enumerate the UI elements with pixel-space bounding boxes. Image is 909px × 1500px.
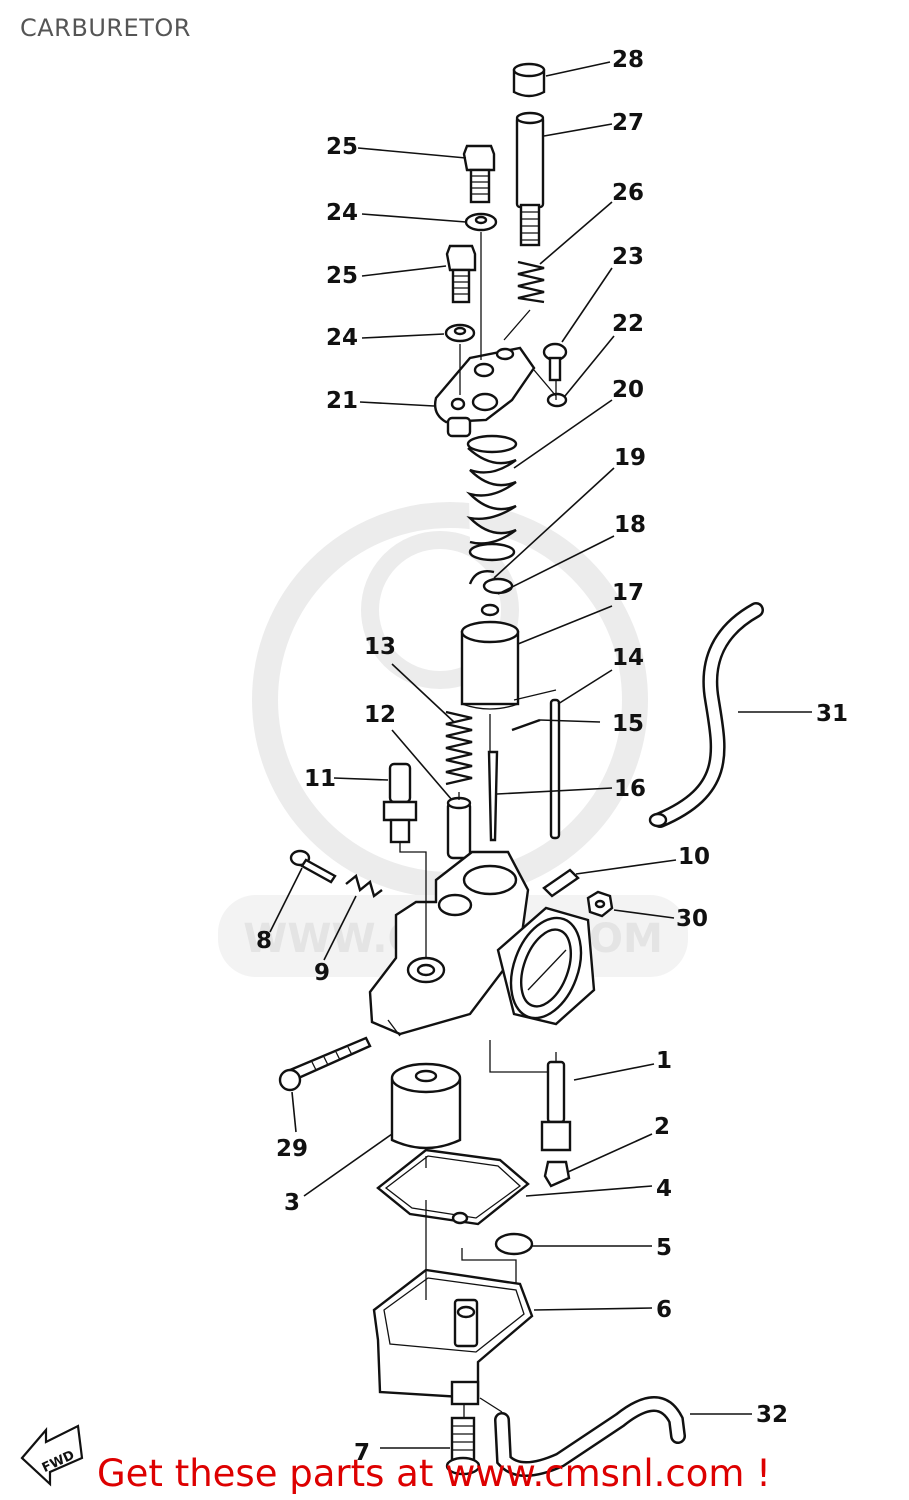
part-9-spring (345, 873, 383, 899)
part-31-vent-hose (648, 602, 764, 828)
part-6-float-bowl (372, 1268, 534, 1406)
callout-26: 26 (612, 180, 644, 206)
footer-link-text[interactable]: Get these parts at www.cmsnl.com ! (97, 1452, 772, 1495)
part-28-cap (512, 62, 546, 98)
callout-29: 29 (276, 1136, 308, 1162)
part-25-bolt-lower (445, 244, 477, 304)
part-10-pilot-air-screw (542, 868, 580, 898)
part-23-screw (542, 342, 568, 382)
part-21-mixing-chamber-top (433, 346, 536, 438)
callout-16: 16 (614, 776, 646, 802)
part-27-cable-adjuster (515, 111, 545, 247)
callout-32: 32 (756, 1402, 788, 1428)
callout-4: 4 (656, 1176, 672, 1202)
part-30-nut (586, 890, 614, 918)
callout-18: 18 (614, 512, 646, 538)
part-14-pin (549, 698, 561, 840)
page-title: CARBURETOR (20, 14, 191, 42)
callout-8: 8 (256, 928, 272, 954)
callout-5: 5 (656, 1235, 672, 1261)
callout-25-lower: 25 (326, 263, 358, 289)
callout-9: 9 (314, 960, 330, 986)
assembly-lines (399, 232, 557, 1418)
carburetor-body (368, 850, 596, 1037)
callout-19: 19 (614, 445, 646, 471)
part-32-overflow-hose (494, 1396, 686, 1477)
part-3-float (390, 1062, 462, 1150)
leader-lines (269, 61, 812, 1449)
callout-31: 31 (816, 701, 848, 727)
part-20-throttle-spring (465, 434, 518, 562)
part-29-screw (278, 1036, 372, 1092)
callout-23: 23 (612, 244, 644, 270)
callout-27: 27 (612, 110, 644, 136)
callout-3: 3 (284, 1190, 300, 1216)
callout-21: 21 (326, 388, 358, 414)
part-11-nipple (382, 762, 418, 844)
callout-15: 15 (612, 711, 644, 737)
callout-24-upper: 24 (326, 200, 358, 226)
part-26-spring (517, 260, 545, 304)
part-16-jet-needle (487, 750, 499, 842)
callout-2: 2 (654, 1114, 670, 1140)
part-8-throttle-stop-screw (289, 849, 337, 884)
callout-28: 28 (612, 47, 644, 73)
callout-1: 1 (656, 1048, 672, 1074)
part-13-spring (445, 710, 473, 786)
callout-11: 11 (304, 766, 336, 792)
callout-6: 6 (656, 1297, 672, 1323)
part-19-clip (468, 570, 495, 585)
part-12-starter-plunger (446, 796, 472, 860)
part-24-washer-lower (444, 323, 476, 343)
callout-20: 20 (612, 377, 644, 403)
callout-24-lower: 24 (326, 325, 358, 351)
callout-labels: 28 27 26 25 24 25 24 21 23 22 20 19 18 1… (256, 47, 848, 1466)
callout-13: 13 (364, 634, 396, 660)
part-1-needle-jet (540, 1060, 572, 1152)
callout-10: 10 (678, 844, 710, 870)
callout-30: 30 (676, 906, 708, 932)
callout-17: 17 (612, 580, 644, 606)
callout-25-upper: 25 (326, 134, 358, 160)
part-15-clip (511, 718, 541, 732)
part-24-washer-upper (464, 212, 498, 232)
part-5-o-ring (494, 1232, 534, 1256)
fwd-arrow-icon: FWD (20, 1424, 84, 1487)
callout-7: 7 (354, 1440, 370, 1466)
part-2-main-jet (543, 1160, 571, 1188)
part-7-drain-screw (445, 1416, 481, 1476)
part-4-gasket (376, 1148, 530, 1226)
part-17-throttle-valve (460, 620, 520, 710)
callout-22: 22 (612, 311, 644, 337)
callout-12: 12 (364, 702, 396, 728)
part-22-washer (546, 392, 568, 408)
part-18-retainer (480, 577, 514, 617)
part-25-bolt-upper (462, 144, 496, 204)
callout-14: 14 (612, 645, 644, 671)
